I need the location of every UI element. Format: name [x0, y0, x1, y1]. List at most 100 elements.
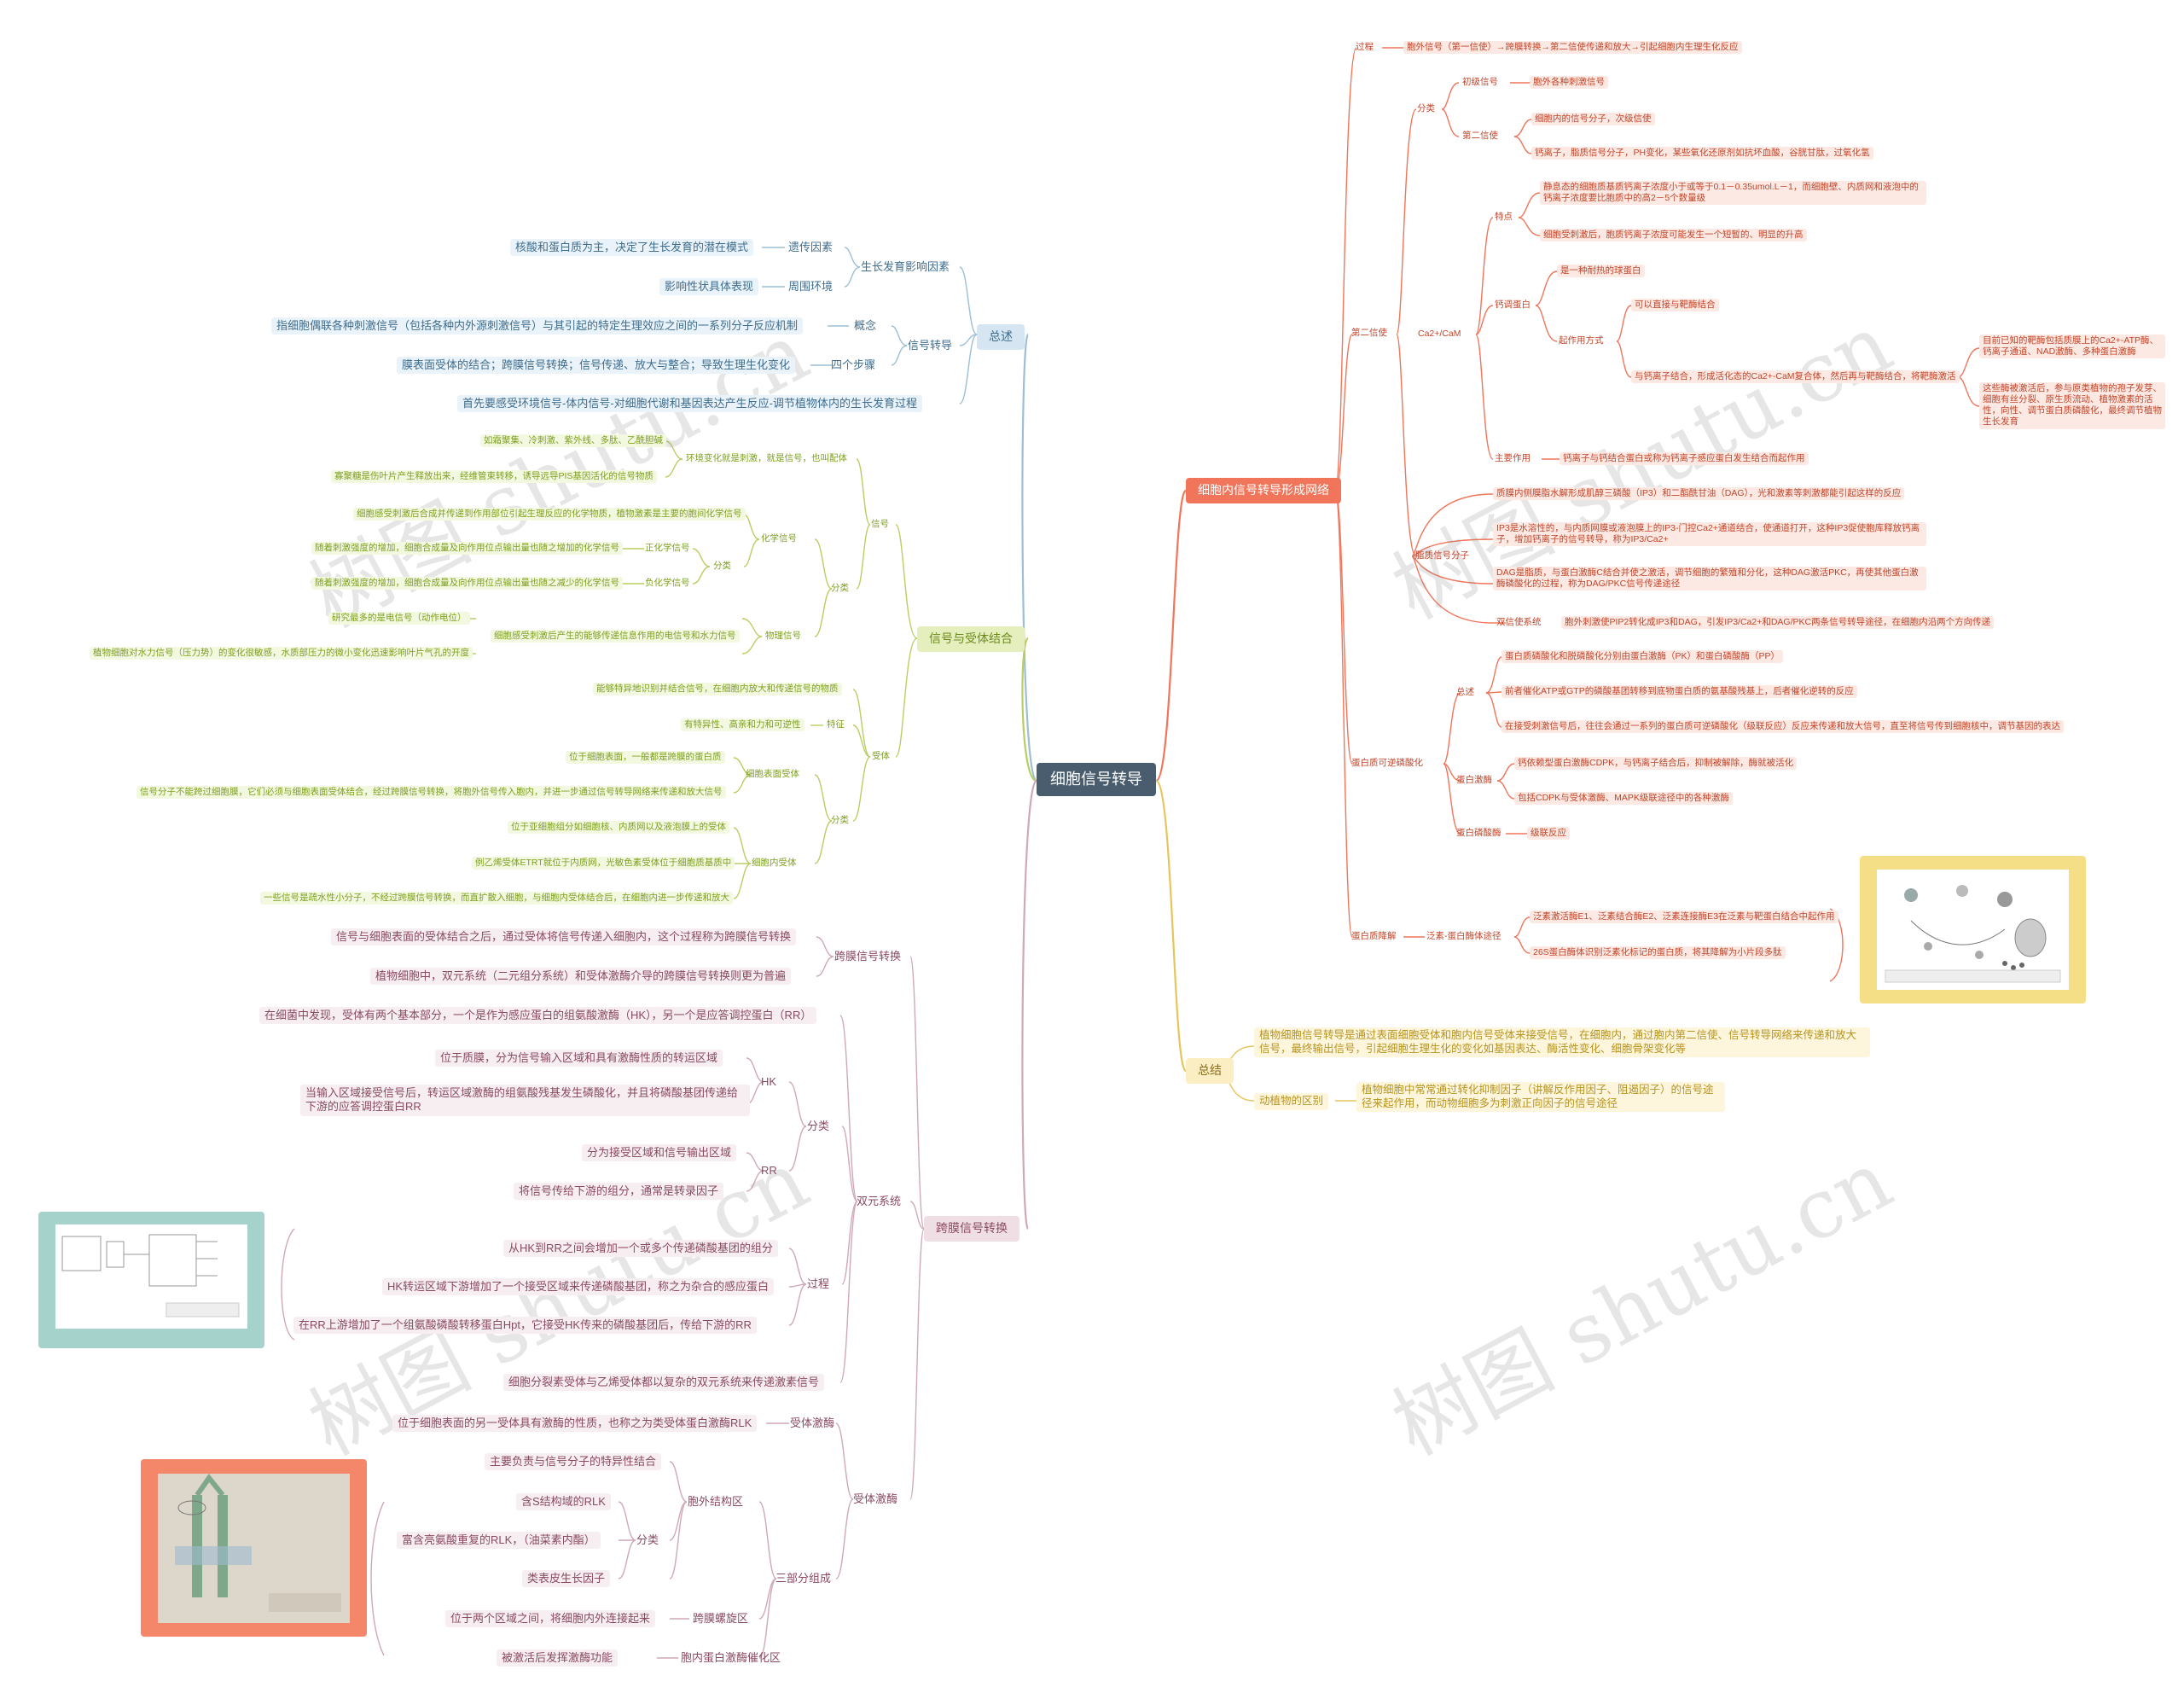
feature-label[interactable]: 特征 [827, 719, 845, 730]
dual-text[interactable]: 胞外刺激使PIP2转化成IP3和DAG，引发IP3/Ca2+和DAG/PKC两条… [1561, 616, 1995, 630]
extracellular-domain-text[interactable]: 主要负责与信号分子的特异性结合 [485, 1453, 662, 1471]
primary-text[interactable]: 胞外各种刺激信号 [1530, 76, 1608, 90]
chemical-signal-label[interactable]: 化学信号 [761, 533, 797, 544]
surface-receptor-label[interactable]: 细胞表面受体 [746, 769, 799, 779]
catalytic-domain-label[interactable]: 胞内蛋白激酶催化区 [681, 1651, 781, 1664]
three-parts-label[interactable]: 三部分组成 [775, 1572, 832, 1585]
dual-label[interactable]: 双信使系统 [1496, 617, 1542, 627]
environment-change-label[interactable]: 环境变化就是刺激，就是信号，也叫配体 [686, 453, 847, 463]
summary-branch[interactable]: 总结 [1186, 1058, 1234, 1084]
process-text-1[interactable]: 从HK到RR之间会增加一个或多个传递磷酸基团的组分 [503, 1240, 778, 1258]
receptor-kinase-head-label[interactable]: 受体激酶 [790, 1416, 835, 1429]
overview-text-3[interactable]: 在接受刺激信号后，往往会通过一系列的蛋白质可逆磷酸化（级联反应）反应来传递和放大… [1502, 720, 2064, 734]
genetic-factor-label[interactable]: 遗传因素 [788, 241, 834, 253]
concept-text[interactable]: 指细胞偶联各种刺激信号（包括各种内外源刺激信号）与其引起的特定生理效应之间的一系… [271, 317, 804, 335]
process-text-2[interactable]: HK转运区域下游增加了一个接受区域来传递磷酸基团，称之为杂合的感应蛋白 [382, 1278, 775, 1296]
two-component-text-1[interactable]: 在细菌中发现，受体有两个基本部分，一个是作为感应蛋白的组氨酸激酶（HK），另一个… [259, 1007, 817, 1025]
lipid-text-3[interactable]: DAG是脂质，与蛋白激酶C结合并使之激活，调节细胞的繁殖和分化，这种DAG激活P… [1493, 567, 1926, 591]
electric-signal-text[interactable]: 研究最多的是电信号（动作电位） [328, 612, 470, 625]
animal-plant-difference-label[interactable]: 动植物的区别 [1254, 1093, 1329, 1110]
summary-text-1[interactable]: 植物细胞信号转导是通过表面细胞受体和胞内信号受体来接受信号，在细胞内，通过胞内第… [1254, 1027, 1870, 1058]
hk-label[interactable]: HK [761, 1075, 777, 1088]
primary-label[interactable]: 初级信号 [1462, 77, 1498, 87]
process-label[interactable]: 过程 [1356, 42, 1374, 52]
feature-label[interactable]: 特点 [1495, 212, 1513, 222]
second-text-2[interactable]: 钙离子，脂质信号分子，PH变化，某些氧化还原剂如抗坏血酸，谷胱甘肽，过氧化氢 [1531, 147, 1873, 160]
transmembrane-branch[interactable]: 跨膜信号转换 [924, 1216, 1019, 1242]
hydraulic-signal-text[interactable]: 植物细胞对水力信号（压力势）的变化很敏感，水质部压力的微小变化迅速影响叶片气孔的… [90, 647, 473, 660]
proteasome-figure-thumbnail[interactable] [1860, 856, 2086, 1003]
feature-text[interactable]: 有特异性、高亲和力和可逆性 [681, 718, 804, 732]
genetic-factor-text[interactable]: 核酸和蛋白质为主，决定了生长发育的潜在模式 [510, 239, 754, 257]
receptor-kinase-photo-thumbnail[interactable] [141, 1459, 367, 1637]
process-text-3[interactable]: 在RR上游增加了一个组氨酸磷酸转移蛋白Hpt，它接受HK传来的磷酸基团后，传给下… [293, 1317, 757, 1335]
physical-signal-text[interactable]: 细胞感受刺激后产生的能够传递信息作用的电信号和水力信号 [491, 630, 740, 643]
action-label[interactable]: 起作用方式 [1559, 335, 1604, 346]
second-text-1[interactable]: 细胞内的信号分子，次级信使 [1531, 113, 1655, 126]
signal-transduction-label[interactable]: 信号转导 [908, 339, 953, 352]
signal-classify-label[interactable]: 分类 [831, 583, 849, 593]
second-label[interactable]: 第二信使 [1462, 131, 1498, 141]
lipid-text-1[interactable]: 质膜内侧膜脂水解形成肌醇三磷酸（IP3）和二酯酰甘油（DAG），光和激素等刺激都… [1493, 487, 1905, 501]
positive-chemical-text[interactable]: 随着刺激强度的增加，细胞合成量及向作用位点输出量也随之增加的化学信号 [311, 542, 623, 556]
phosphatase-label[interactable]: 蛋白磷酸酶 [1456, 828, 1502, 838]
rr-label[interactable]: RR [761, 1164, 777, 1177]
concept-label[interactable]: 概念 [854, 319, 877, 332]
four-steps-text[interactable]: 膜表面受体的结合；跨膜信号转换；信号传递、放大与整合；导致生理生化变化 [397, 357, 796, 375]
intracellular-receptor-text-3[interactable]: 一些信号是疏水性小分子，不经过跨膜信号转换，而直扩散入细胞，与细胞内受体结合后，… [260, 892, 733, 905]
extracellular-classify-label[interactable]: 分类 [636, 1533, 659, 1546]
intracellular-receptor-text-1[interactable]: 位于亚细胞组分如细胞核、内质网以及液泡膜上的受体 [508, 821, 729, 835]
two-component-figure-thumbnail[interactable] [38, 1212, 264, 1348]
target-text-2[interactable]: 这些酶被激活后，参与原类植物的孢子发芽、细胞有丝分裂、原生质流动、植物激素的活性… [1979, 382, 2165, 429]
rr-text-2[interactable]: 将信号传给下游的组分，通常是转录因子 [514, 1183, 724, 1201]
two-component-text-2[interactable]: 细胞分裂素受体与乙烯受体都以复杂的双元系统来传递激素信号 [503, 1374, 825, 1392]
hk-text-1[interactable]: 位于质膜，分为信号输入区域和具有激酶性质的转运区域 [435, 1050, 723, 1067]
receptor-kinase-label[interactable]: 受体激酶 [853, 1492, 898, 1505]
phosphatase-text[interactable]: 级联反应 [1527, 827, 1570, 841]
classification-label[interactable]: 分类 [1417, 103, 1435, 113]
extracellular-class-1[interactable]: 含S结构域的RLK [516, 1493, 611, 1511]
catalytic-domain-text[interactable]: 被激活后发挥激酶功能 [497, 1649, 619, 1667]
overview-text-2[interactable]: 前者催化ATP或GTP的磷酸基团转移到底物蛋白质的氨基酸残基上，后者催化逆转的反… [1502, 685, 1857, 699]
animal-plant-difference-text[interactable]: 植物细胞中常常通过转化抑制因子（讲解反作用因子、阻遏因子）的信号途径来起作用，而… [1356, 1082, 1725, 1113]
first-sense-text[interactable]: 首先要感受环境信号-体内信号-对细胞代谢和基因表达产生反应-调节植物体内的生长发… [457, 395, 922, 413]
ca-cam-label[interactable]: Ca2+/CaM [1418, 329, 1461, 339]
receptor-text[interactable]: 能够特异地识别并结合信号，在细胞内放大和传递信号的物质 [593, 683, 842, 696]
environment-change-text-1[interactable]: 如霜聚集、冷刺激、紫外线、多肽、乙酰胆碱 [480, 434, 666, 448]
root-node[interactable]: 细胞信号转导 [1037, 763, 1156, 796]
environment-change-text-2[interactable]: 寡聚糖是伤叶片产生释放出来，经维管束转移，诱导远导PIS基因活化的信号物质 [331, 470, 657, 484]
process-text[interactable]: 胞外信号（第一信使）→跨膜转换→第二信使传递和放大→引起细胞内生理生化反应 [1403, 41, 1742, 55]
main-role-text[interactable]: 钙离子与钙结合蛋白或称为钙离子感应蛋白发生结合而起作用 [1560, 452, 1809, 466]
overview-label[interactable]: 总述 [1456, 687, 1474, 697]
negative-chemical-text[interactable]: 随着刺激强度的增加，细胞合成量及向作用位点输出量也随之减少的化学信号 [311, 577, 623, 590]
growth-factors-label[interactable]: 生长发育影响因素 [861, 260, 950, 273]
action-text-2[interactable]: 与钙离子结合，形成活化态的Ca2+-CaM复合体，然后再与靶酶结合，将靶酶激活 [1631, 370, 1960, 384]
ubiquitin-label[interactable]: 泛素-蛋白酶体途径 [1426, 931, 1502, 941]
two-component-classify-label[interactable]: 分类 [807, 1120, 830, 1132]
calmodulin-label[interactable]: 钙调蛋白 [1495, 300, 1531, 310]
rr-text-1[interactable]: 分为接受区域和信号输出区域 [582, 1144, 737, 1162]
physical-signal-label[interactable]: 物理信号 [765, 631, 801, 641]
environment-label[interactable]: 周围环境 [788, 280, 834, 293]
degradation-label[interactable]: 蛋白质降解 [1351, 931, 1397, 941]
two-component-label[interactable]: 双元系统 [857, 1195, 902, 1207]
receptor-kinase-head-text[interactable]: 位于细胞表面的另一受体具有激酶的性质，也称之为类受体蛋白激酶RLK [392, 1415, 758, 1433]
ubiquitin-text-2[interactable]: 26S蛋白酶体识别泛素化标记的蛋白质，将其降解为小片段多肽 [1530, 946, 1786, 960]
transmembrane-helix-text[interactable]: 位于两个区域之间，将细胞内外连接起来 [445, 1610, 656, 1628]
negative-chemical-label[interactable]: 负化学信号 [645, 578, 690, 588]
chemical-classify-label[interactable]: 分类 [713, 561, 731, 571]
ubiquitin-text-1[interactable]: 泛素激活酶E1、泛素结合酶E2、泛素连接酶E3在泛素与靶蛋白结合中起作用 [1530, 910, 1838, 924]
intracellular-receptor-text-2[interactable]: 例乙烯受体ETRT就位于内质网，光敏色素受体位于细胞质基质中 [472, 857, 735, 870]
receptor-label[interactable]: 受体 [872, 751, 890, 761]
environment-text[interactable]: 影响性状具体表现 [659, 278, 759, 296]
action-text-1[interactable]: 可以直接与靶酶结合 [1631, 299, 1719, 312]
lipid-label[interactable]: 脂质信号分子 [1415, 550, 1469, 561]
overview-branch[interactable]: 总述 [977, 324, 1025, 350]
target-text-1[interactable]: 目前已知的靶酶包括质膜上的Ca2+-ATP酶、钙离子通道、NAD激酶、多种蛋白激… [1979, 334, 2165, 359]
feature-text-1[interactable]: 静息态的细胞质基质钙离子浓度小于或等于0.1－0.35umol.L－1，而细胞壁… [1540, 181, 1926, 206]
main-role-label[interactable]: 主要作用 [1495, 453, 1531, 463]
lipid-text-2[interactable]: IP3是水溶性的，与内质网膜或液泡膜上的IP3-门控Ca2+通道结合，使通道打开… [1493, 522, 1926, 547]
surface-receptor-text-1[interactable]: 位于细胞表面，一般都是跨膜的蛋白质 [566, 751, 725, 765]
intracellular-receptor-label[interactable]: 细胞内受体 [752, 858, 797, 868]
hk-text-2[interactable]: 当输入区域接受信号后，转运区域激酶的组氨酸残基发生磷酸化，并且将磷酸基团传递给下… [300, 1085, 750, 1116]
